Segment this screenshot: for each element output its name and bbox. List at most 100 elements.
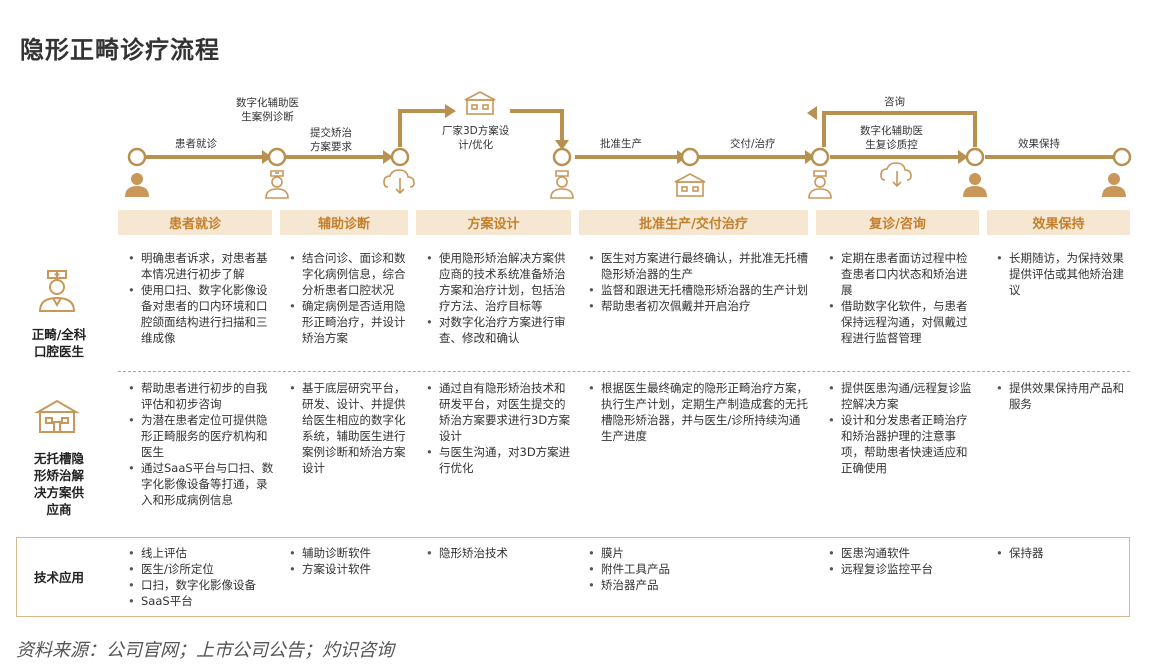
doctor-icon (38, 270, 76, 312)
list-item: 明确患者诉求，对患者基本情况进行初步了解 (126, 250, 276, 282)
row-divider (118, 371, 1130, 372)
list-item: 定期在患者面访过程中检查患者口内状态和矫治进展 (826, 250, 976, 298)
doctor-cell: 长期随访，为保持效果提供评估或其他矫治建议 (994, 250, 1128, 298)
supplier-cell: 提供医患沟通/远程复诊监控解决方案设计和分发患者正畸治疗和矫治器护理的注意事项，… (826, 380, 976, 476)
list-item: 借助数字化软件，与患者保持远程沟通，对佩戴过程进行监督管理 (826, 298, 976, 346)
flow-label-consult: 咨询 (884, 96, 905, 108)
list-item: 矫治器产品 (586, 577, 811, 593)
tech-cell: 保持器 (994, 545, 1128, 561)
list-item: 帮助患者初次佩戴并开启治疗 (586, 298, 811, 314)
patient-icon (963, 173, 987, 197)
factory-icon (34, 399, 80, 433)
phase-bar: 批准生产/交付治疗 (579, 210, 808, 235)
list-item: 长期随访，为保持效果提供评估或其他矫治建议 (994, 250, 1128, 298)
flow-node (267, 147, 287, 167)
list-item: 为潜在患者定位可提供隐形正畸服务的医疗机构和医生 (126, 412, 276, 460)
list-item: 附件工具产品 (586, 561, 811, 577)
doctor-cell: 医生对方案进行最终确认，并批准无托槽隐形矫治器的生产监督和跟进无托槽隐形矫治器的… (586, 250, 811, 314)
role-label-tech: 技术应用 (33, 570, 84, 585)
list-item: 口扫，数字化影像设备 (126, 577, 281, 593)
flow-node (127, 147, 147, 167)
flow-node (965, 147, 985, 167)
flow-label-visit: 患者就诊 (175, 138, 217, 150)
flow-label-deliver: 交付/治疗 (730, 138, 776, 150)
tech-cell: 膜片附件工具产品矫治器产品 (586, 545, 811, 593)
doctor-icon (265, 170, 289, 199)
list-item: 基于底层研究平台，研发、设计、并提供给医生相应的数字化系统，辅助医生进行案例诊断… (287, 380, 412, 476)
list-item: SaaS平台 (126, 593, 281, 609)
supplier-cell: 提供效果保持用产品和服务 (994, 380, 1128, 412)
consult-loop (822, 111, 977, 147)
list-item: 通过SaaS平台与口扫、数字化影像设备等打通，录入和形成病例信息 (126, 460, 276, 508)
list-item: 使用隐形矫治解决方案供应商的技术系统准备矫治方案和治疗计划，包括治疗方法、治疗目… (424, 250, 576, 314)
list-item: 对数字化治疗方案进行审查、修改和确认 (424, 314, 576, 346)
list-item: 通过自有隐形矫治技术和研发平台，对医生提交的矫治方案要求进行3D方案设计 (424, 380, 576, 444)
doctor-cell: 明确患者诉求，对患者基本情况进行初步了解使用口扫、数字化影像设备对患者的口内环境… (126, 250, 276, 346)
supplier-cell: 基于底层研究平台，研发、设计、并提供给医生相应的数字化系统，辅助医生进行案例诊断… (287, 380, 412, 476)
doctor-icon (550, 170, 574, 199)
phase-bar: 复诊/咨询 (816, 210, 979, 235)
flow-segment (510, 109, 564, 147)
tech-application-box (16, 537, 1130, 617)
flow-node (390, 147, 410, 167)
tech-cell: 隐形矫治技术 (424, 545, 576, 561)
list-item: 根据医生最终确定的隐形正畸治疗方案，执行生产计划，定期生产制造成套的无托槽隐形矫… (586, 380, 811, 444)
list-item: 使用口扫、数字化影像设备对患者的口内环境和口腔颌面结构进行扫描和三维成像 (126, 282, 276, 346)
doctor-cell: 结合问诊、面诊和数字化病例信息，综合分析患者口腔状况确定病例是否适用隐形正畸治疗… (287, 250, 412, 346)
list-item: 远程复诊监控平台 (826, 561, 976, 577)
phase-bar: 辅助诊断 (280, 210, 408, 235)
patient-icon (125, 173, 149, 197)
supplier-cell: 通过自有隐形矫治技术和研发平台，对医生提交的矫治方案要求进行3D方案设计与医生沟… (424, 380, 576, 476)
flow-label-case-diagnosis: 数字化辅助医 生案例诊断 (236, 97, 299, 123)
role-label-supplier: 无托槽隐 形矫治解 决方案供 应商 (33, 451, 84, 517)
list-item: 保持器 (994, 545, 1128, 561)
list-item: 隐形矫治技术 (424, 545, 576, 561)
page-title: 隐形正畸诊疗流程 (20, 36, 220, 64)
doctor-cell: 定期在患者面访过程中检查患者口内状态和矫治进展借助数字化软件，与患者保持远程沟通… (826, 250, 976, 346)
list-item: 医生/诊所定位 (126, 561, 281, 577)
flow-label-approve: 批准生产 (600, 138, 642, 150)
list-item: 监督和跟进无托槽隐形矫治器的生产计划 (586, 282, 811, 298)
flow-segment (398, 109, 450, 147)
factory-icon (674, 173, 706, 197)
process-flow-diagram (125, 91, 1132, 199)
flow-label-factory-design: 厂家3D方案设 计/优化 (442, 125, 510, 151)
supplier-cell: 根据医生最终确定的隐形正畸治疗方案，执行生产计划，定期生产制造成套的无托槽隐形矫… (586, 380, 811, 444)
list-item: 方案设计软件 (287, 561, 412, 577)
flow-node (810, 147, 830, 167)
list-item: 医患沟通软件 (826, 545, 976, 561)
flow-node (552, 147, 572, 167)
list-item: 与医生沟通，对3D方案进行优化 (424, 444, 576, 476)
arrow-head (383, 150, 393, 164)
supplier-cell: 帮助患者进行初步的自我评估和初步咨询为潜在患者定位可提供隐形正畸服务的医疗机构和… (126, 380, 276, 508)
flow-label-submit: 提交矫治 方案要求 (310, 127, 352, 153)
arrow-head (807, 106, 817, 120)
doctor-icon (808, 170, 832, 199)
factory-icon (464, 91, 496, 115)
arrow-head (555, 140, 569, 150)
list-item: 帮助患者进行初步的自我评估和初步咨询 (126, 380, 276, 412)
list-item: 设计和分发患者正畸治疗和矫治器护理的注意事项，帮助患者快速适应和正确使用 (826, 412, 976, 476)
tech-cell: 辅助诊断软件方案设计软件 (287, 545, 412, 577)
flow-node (680, 147, 700, 167)
list-item: 辅助诊断软件 (287, 545, 412, 561)
arrow-head (445, 104, 456, 118)
tech-cell: 医患沟通软件远程复诊监控平台 (826, 545, 976, 577)
arrow-head (958, 150, 968, 164)
cloud-download-icon (880, 162, 912, 188)
flow-label-followup: 数字化辅助医 生复诊质控 (860, 125, 923, 151)
list-item: 膜片 (586, 545, 811, 561)
flow-node (1112, 147, 1132, 167)
role-label-doctor: 正畸/全科 口腔医生 (31, 327, 87, 359)
phase-bar: 方案设计 (416, 210, 571, 235)
doctor-cell: 使用隐形矫治解决方案供应商的技术系统准备矫治方案和治疗计划，包括治疗方法、治疗目… (424, 250, 576, 346)
list-item: 医生对方案进行最终确认，并批准无托槽隐形矫治器的生产 (586, 250, 811, 282)
list-item: 确定病例是否适用隐形正畸治疗，并设计矫治方案 (287, 298, 412, 346)
patient-icon (1102, 173, 1126, 197)
list-item: 线上评估 (126, 545, 281, 561)
list-item: 提供医患沟通/远程复诊监控解决方案 (826, 380, 976, 412)
source-note: 资料来源：公司官网；上市公司公告；灼识咨询 (16, 640, 394, 661)
tech-cell: 线上评估医生/诊所定位口扫，数字化影像设备SaaS平台 (126, 545, 281, 609)
phase-bar: 效果保持 (987, 210, 1130, 235)
flow-label-retain: 效果保持 (1018, 138, 1060, 150)
